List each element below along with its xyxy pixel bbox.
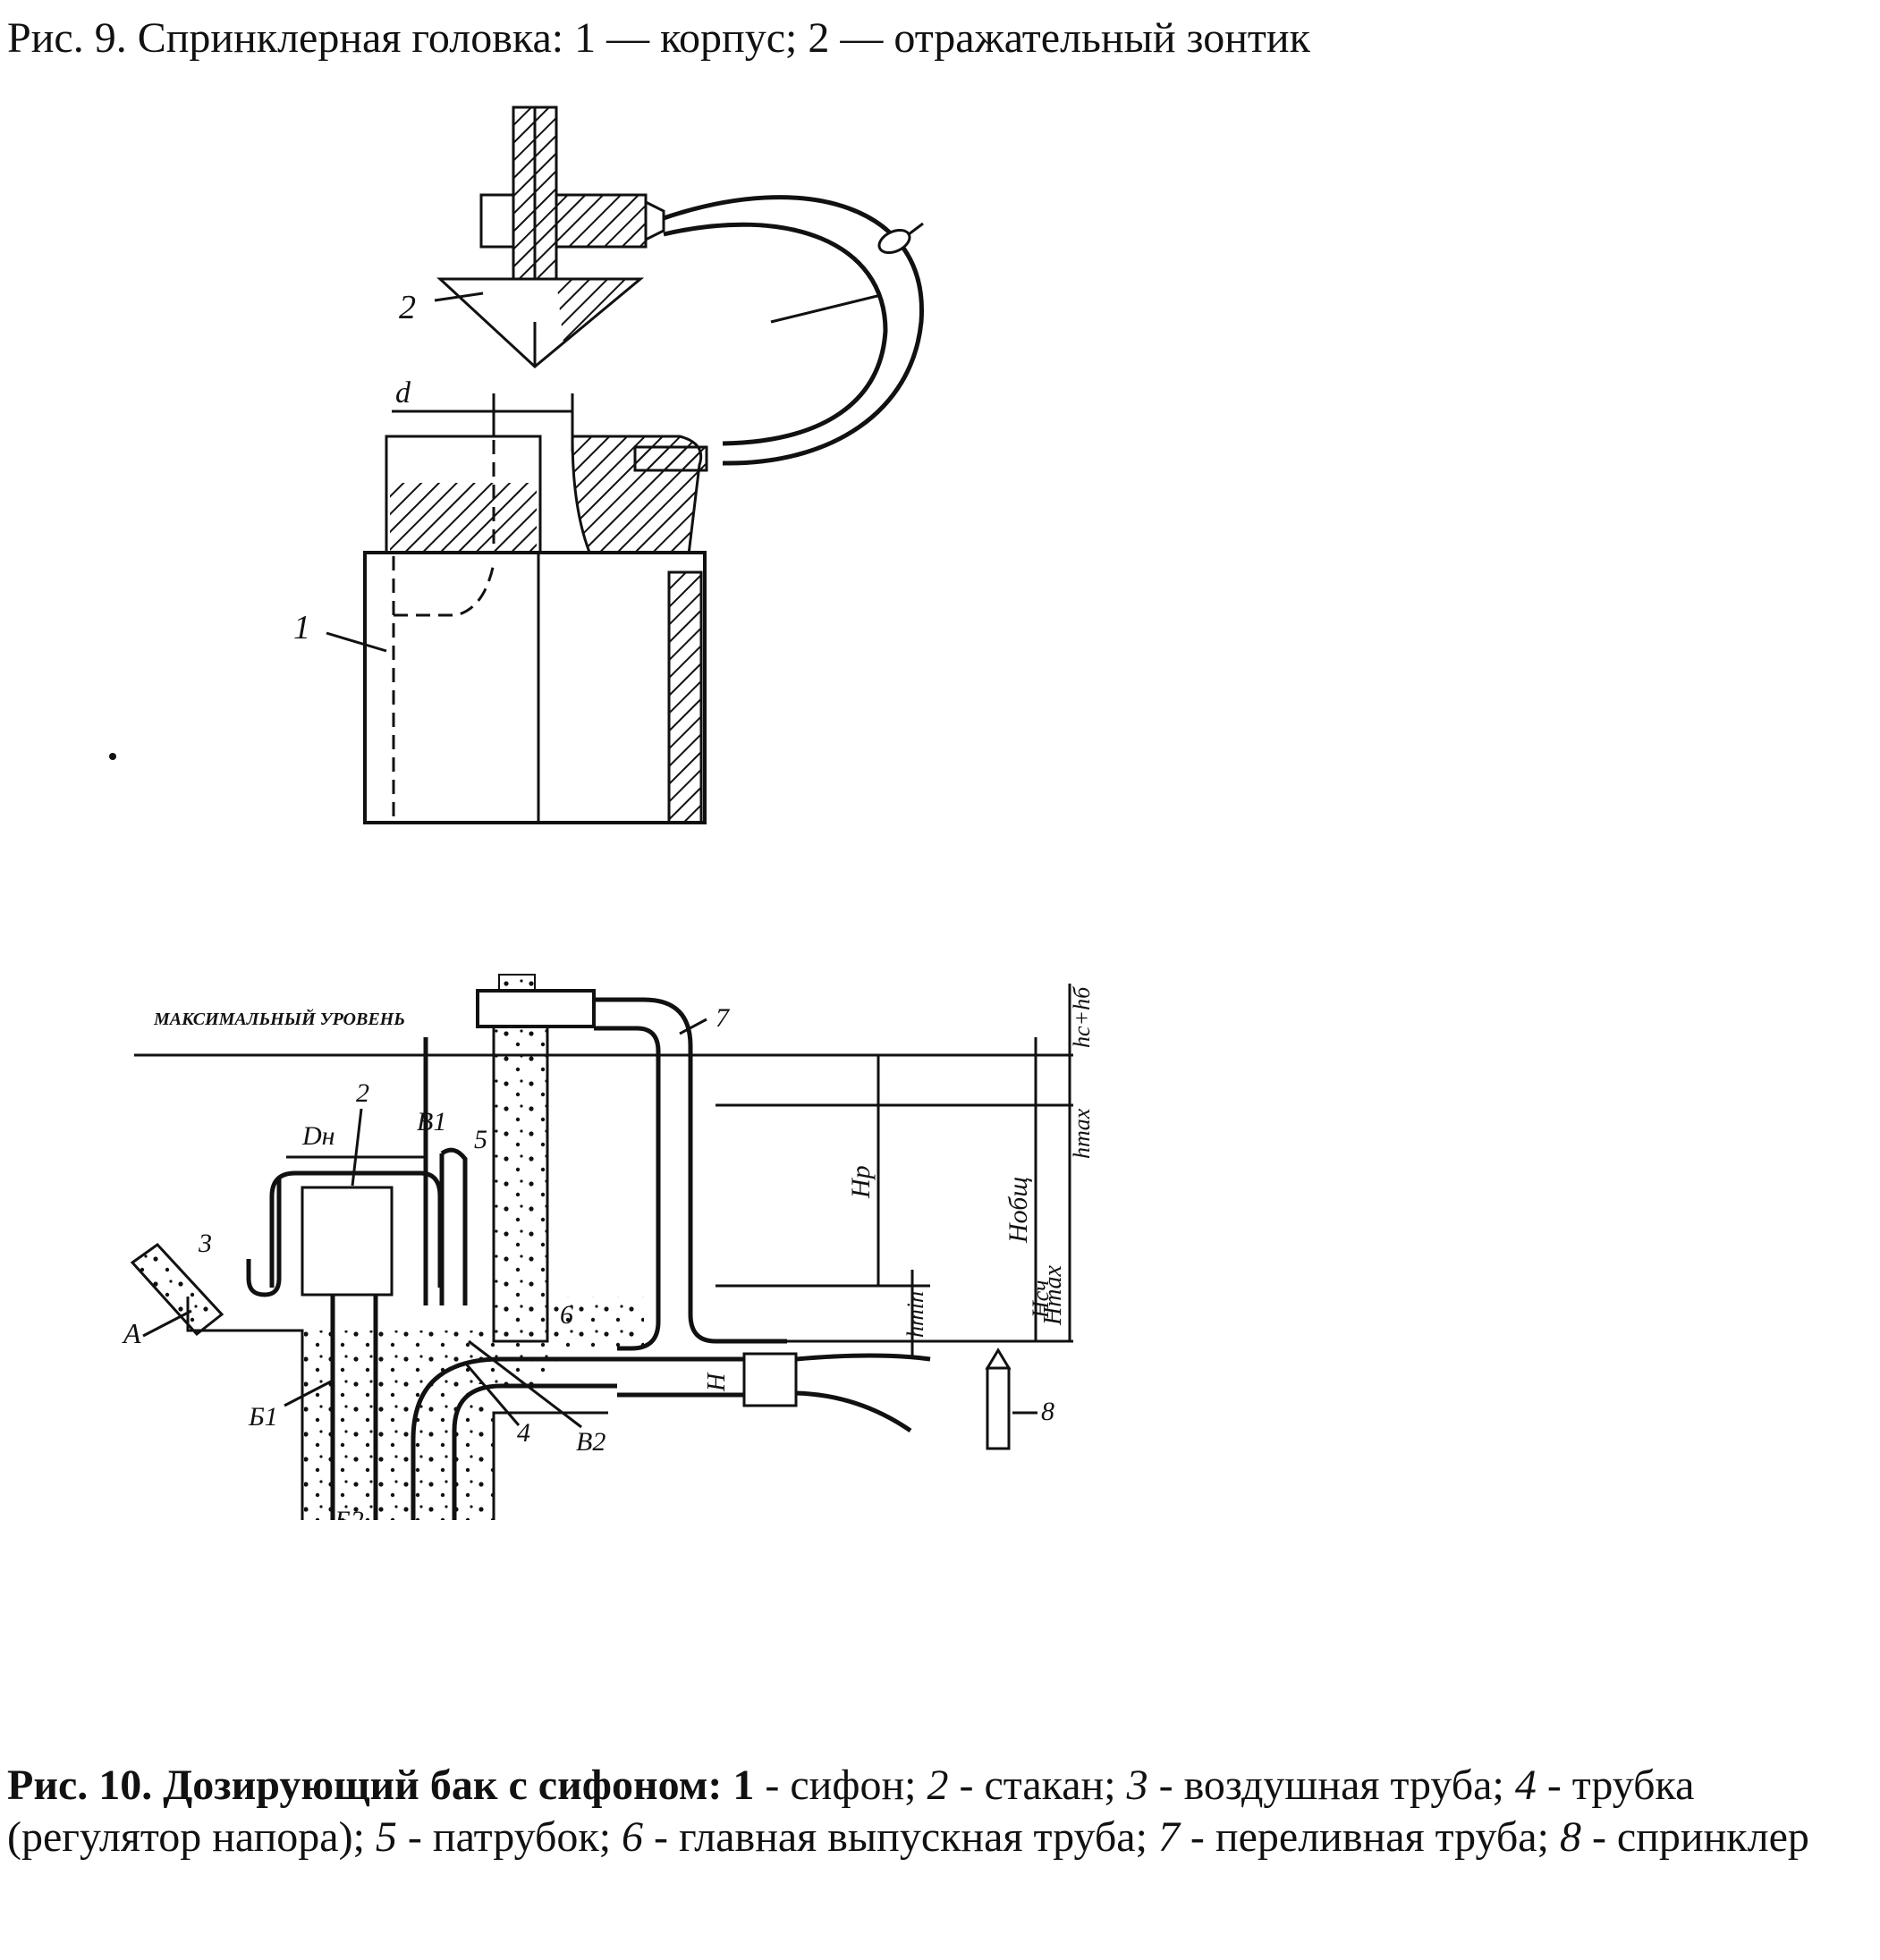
label-A: A (122, 1317, 141, 1349)
branch-pipe-5 (440, 1147, 468, 1305)
label-B1: Б1 (248, 1402, 278, 1432)
lock-nut (479, 193, 515, 249)
label-4: 4 (517, 1418, 530, 1448)
label-7: 7 (716, 1003, 731, 1033)
siphon-1 (330, 1288, 617, 1520)
air-pipe-3 (246, 1177, 282, 1297)
label-V2: В2 (576, 1427, 605, 1457)
figure-9-sprinkler-head: d 1 2 (109, 106, 924, 824)
label-Hch: Hсч (1028, 1280, 1054, 1319)
label-6: 6 (560, 1300, 573, 1330)
label-hmin: hmin (902, 1291, 928, 1338)
side-fitting (555, 193, 648, 249)
label-hmax: hmax (1069, 1108, 1095, 1159)
label-2: 2 (356, 1078, 369, 1108)
figure-9-caption: Рис. 9. Спринклерная головка: 1 — корпус… (7, 14, 1310, 62)
body-1 (363, 551, 707, 824)
figure-10-dosing-tank: МАКСИМАЛЬНЫЙ УРОВЕНЬ Dн Hр Hобщ Hmax Hсч… (122, 974, 1095, 1520)
label-Hobsh: Hобщ (1004, 1177, 1033, 1244)
label-2: 2 (399, 289, 416, 326)
label-V1: В1 (417, 1107, 446, 1136)
label-Dn: Dн (301, 1121, 335, 1151)
figure-10-caption: Рис. 10. Дозирующий бак с сифоном: 1 - с… (7, 1761, 1809, 1861)
label-Hp: Hр (846, 1165, 876, 1199)
label-8: 8 (1041, 1397, 1054, 1426)
sprinkler-8 (986, 1366, 1011, 1450)
caption-prefix: Рис. 10. Дозирующий бак с сифоном: (7, 1761, 723, 1809)
label-B2: Б2 (334, 1506, 364, 1520)
overflow-pipe-7 (594, 997, 787, 1344)
label-Hmax: Hmax (1039, 1265, 1067, 1326)
label-d: d (395, 376, 411, 410)
label-3: 3 (198, 1229, 212, 1258)
label-hc: hс+hб (1069, 986, 1095, 1048)
curved-hose (663, 195, 924, 466)
label-H: H (703, 1372, 731, 1392)
glass-2 (269, 1170, 443, 1288)
partition-wall (492, 1018, 549, 1343)
label-5: 5 (474, 1125, 487, 1154)
max-level-label: МАКСИМАЛЬНЫЙ УРОВЕНЬ (153, 1008, 405, 1029)
label-1: 1 (293, 609, 310, 646)
